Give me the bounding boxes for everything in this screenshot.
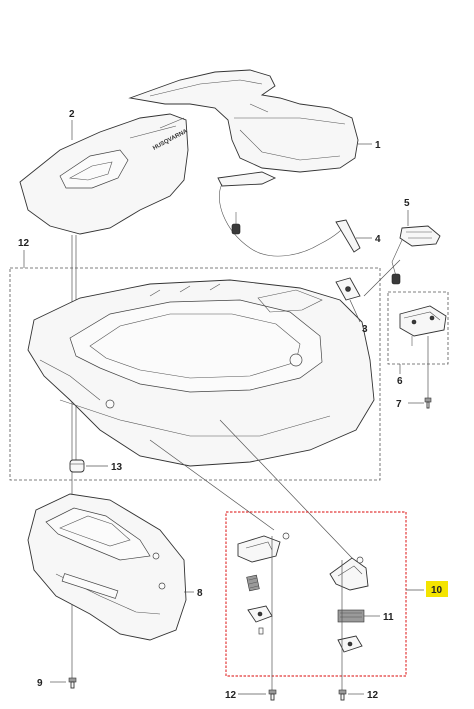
part-label-11: 11	[383, 612, 394, 623]
highlight-group-10	[225, 511, 407, 677]
part-label-12-right: 12	[367, 690, 379, 701]
front-bumper	[27, 493, 187, 641]
part-label-13: 12	[18, 238, 30, 249]
control-board-part-6	[399, 305, 447, 346]
badge-10	[426, 581, 448, 597]
part-label-3: 3	[362, 324, 368, 335]
cable-harness	[217, 171, 361, 257]
part-label-12-left: 12	[225, 690, 237, 701]
screw-7	[424, 397, 432, 409]
part-label-2: 2	[69, 109, 75, 120]
part-label-7: 7	[396, 399, 402, 410]
clip-part	[335, 277, 361, 301]
bracket-right	[329, 556, 369, 653]
part-label-4: 4	[375, 234, 381, 245]
connector-part-5	[399, 225, 441, 247]
part-6-frame	[387, 291, 449, 365]
foot-part-14	[69, 459, 85, 473]
top-cover-shell	[128, 69, 359, 173]
screw-9	[68, 677, 77, 689]
screw-12-right	[338, 689, 347, 701]
part-label-6: 6	[397, 376, 403, 387]
part-label-9: 9	[37, 678, 43, 689]
part-label-10: 10	[431, 585, 443, 596]
screw-12-left	[268, 689, 277, 701]
body-cover: HUSQVARNA	[19, 113, 189, 235]
part-label-5: 5	[404, 198, 410, 209]
part-label-8: 8	[197, 588, 203, 599]
part-label-14: 13	[111, 462, 123, 473]
chassis-body	[27, 279, 375, 467]
chassis-group-frame	[9, 267, 381, 481]
bracket-left	[237, 532, 290, 635]
part-label-1: 1	[375, 140, 381, 151]
